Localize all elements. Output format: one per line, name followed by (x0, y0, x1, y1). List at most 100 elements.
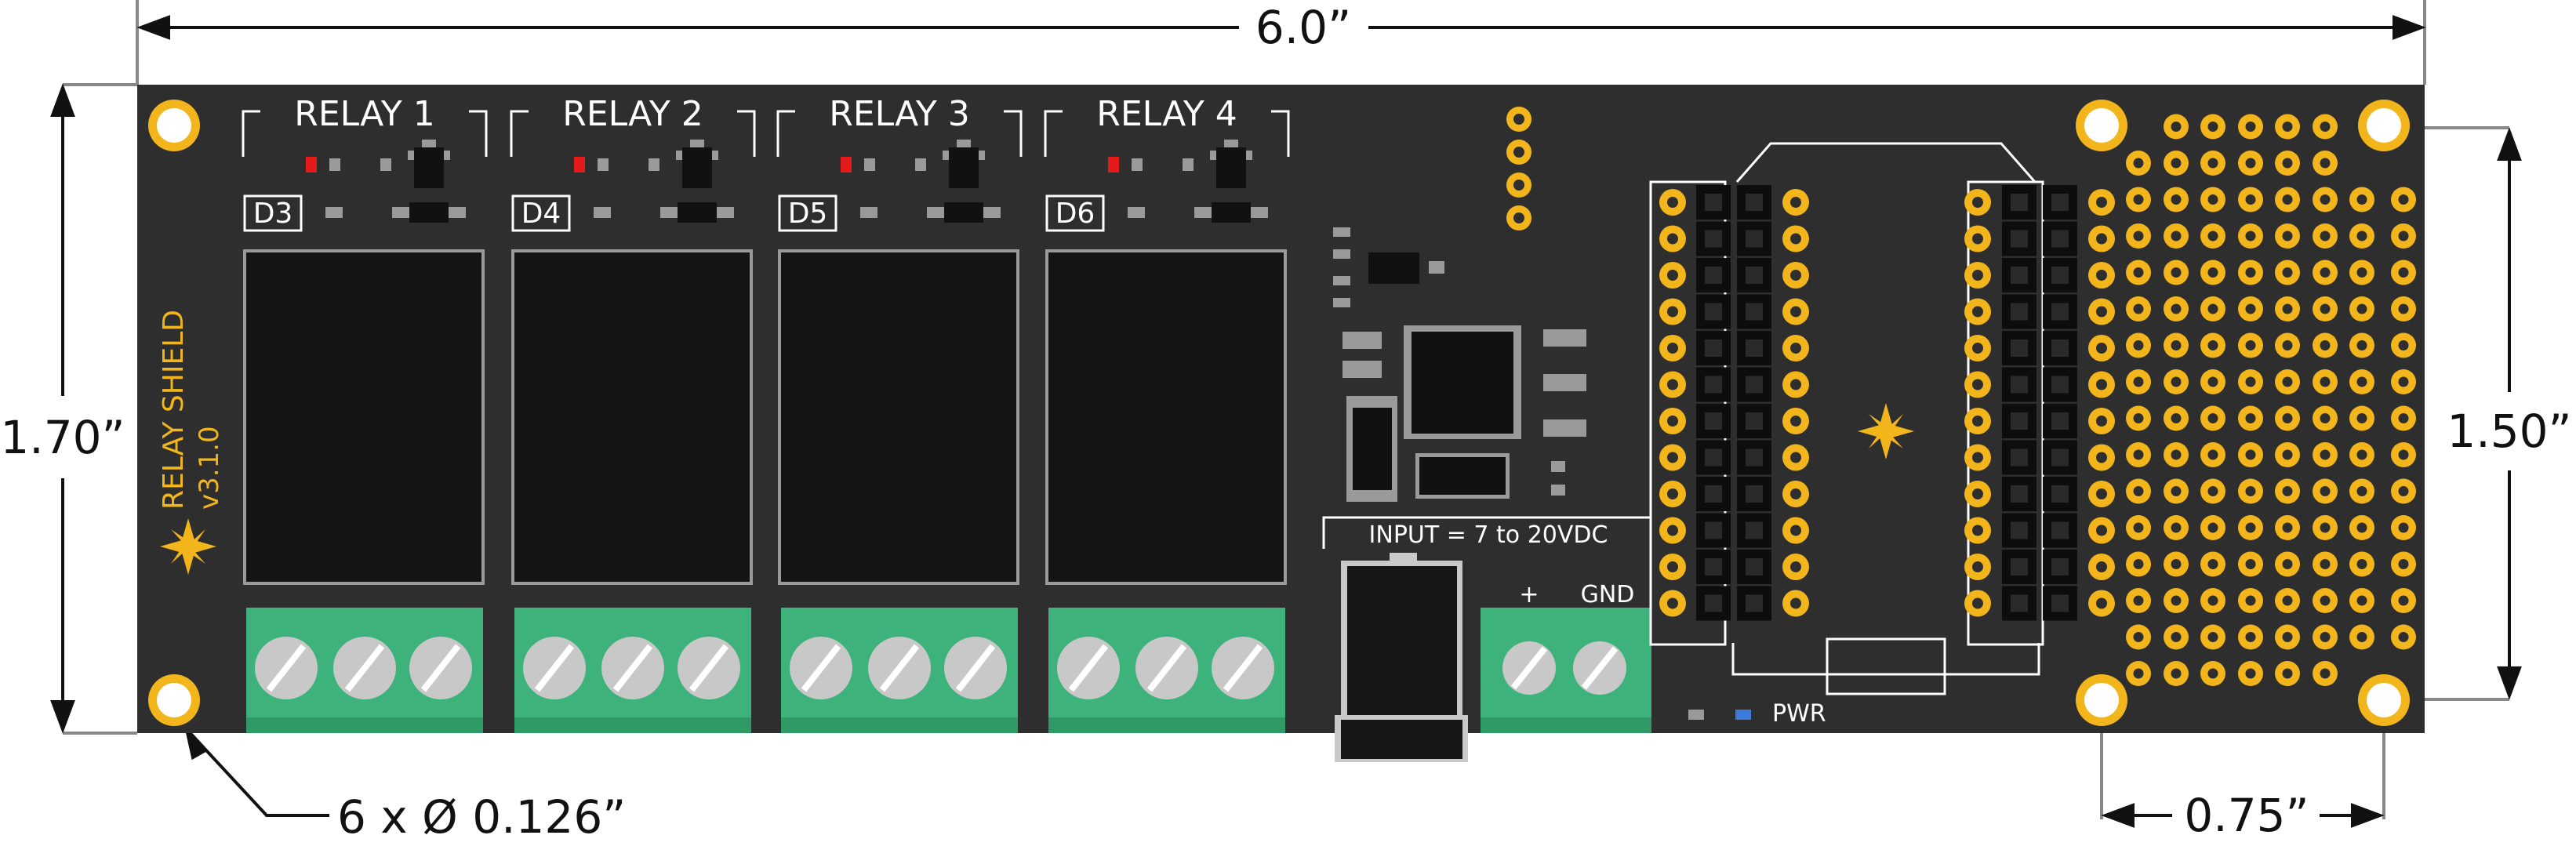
pad-hole (1972, 452, 1983, 463)
pad-hole (2320, 668, 2331, 679)
pad-hole (2245, 559, 2256, 569)
label-bracket-right (469, 110, 488, 157)
socket-pin (2011, 230, 2028, 248)
pad-hole (2133, 522, 2144, 533)
relay-led-icon (841, 157, 852, 172)
sparkle-logo-icon (160, 518, 216, 575)
pad (957, 140, 971, 147)
pad-hole (1972, 488, 1983, 499)
pad-hole (1667, 233, 1678, 245)
pad-hole (2398, 376, 2409, 387)
socket-pin (1705, 448, 1722, 467)
socket-pin (2011, 558, 2028, 575)
dimension-annotations (50, 0, 2522, 828)
pad-hole (1667, 270, 1678, 281)
pad-hole (2171, 668, 2182, 679)
pad-hole (2207, 231, 2218, 241)
pad-hole (2398, 595, 2409, 606)
label-bracket-left (776, 110, 795, 157)
pad-hole (1667, 343, 1678, 354)
terminal-screw (255, 637, 318, 699)
power-terminal-block (1481, 608, 1651, 733)
terminal-screw (790, 637, 852, 699)
pad-hole (1972, 416, 1983, 427)
socket-pin (1705, 558, 1722, 575)
pad-hole (2171, 158, 2182, 169)
mounting-hole (2367, 108, 2401, 143)
socket-pin (2051, 376, 2069, 394)
pad-hole (2207, 413, 2218, 423)
pad (444, 151, 450, 160)
socket-pin (2011, 267, 2028, 284)
pad-hole (2356, 486, 2367, 496)
socket-pin (1705, 485, 1722, 503)
relay-section: RELAY 1D3 (242, 94, 488, 733)
pad-hole (2398, 559, 2409, 569)
socket-pin (1746, 194, 1763, 211)
terminal-screw (868, 637, 931, 699)
pad-hole (2398, 522, 2409, 533)
pad-hole (2245, 303, 2256, 314)
pad-hole (2398, 340, 2409, 350)
pad-hole (2356, 449, 2367, 460)
pad-hole (2282, 486, 2293, 496)
pad-hole (2282, 122, 2293, 132)
socket-pin (2011, 594, 2028, 612)
led-resistor (864, 158, 875, 171)
pad-hole (2096, 561, 2107, 572)
mounting-holes (148, 100, 2410, 726)
pad-hole (1667, 597, 1678, 609)
socket-pin (1705, 412, 1722, 430)
mounting-hole (2084, 683, 2119, 717)
pad-hole (1667, 379, 1678, 390)
pad-hole (2171, 194, 2182, 205)
pad-hole (2171, 122, 2182, 132)
socket-pin (1746, 412, 1763, 430)
pad-hole (2133, 194, 2144, 205)
socket-pin (2051, 339, 2069, 357)
pad-hole (1972, 525, 1983, 536)
pad-hole (2207, 486, 2218, 496)
socket-pin (1746, 521, 1763, 539)
header-4pin (1506, 107, 1531, 231)
socket-pin (1705, 521, 1722, 539)
pad (676, 151, 682, 160)
pad-hole (2245, 231, 2256, 241)
pad-hole (2207, 559, 2218, 569)
socket-pin (1705, 594, 1722, 612)
pad-hole (1790, 270, 1801, 281)
pad (1128, 207, 1145, 218)
pin-label: D6 (1055, 198, 1095, 230)
dim-holes-label: 6 x Ø 0.126” (337, 790, 626, 844)
pad-hole (2320, 158, 2331, 169)
pad-hole (2356, 413, 2367, 423)
terminal-screw (1573, 641, 1626, 695)
pad-hole (2133, 449, 2144, 460)
pad-hole (2133, 158, 2144, 169)
pad (325, 207, 343, 218)
pad-hole (2398, 486, 2409, 496)
pad-hole (2245, 376, 2256, 387)
pad-hole (2356, 559, 2367, 569)
pad-hole (2320, 486, 2331, 496)
pad-hole (2096, 597, 2107, 609)
socket-pin (2051, 521, 2069, 539)
relay-label: RELAY 3 (829, 94, 969, 134)
dim-vertical-hole-label: 1.50” (2447, 405, 2571, 458)
pad-hole (2282, 632, 2293, 642)
label-bracket-left (510, 110, 529, 157)
pad-hole (2207, 194, 2218, 205)
socket-pin (1705, 303, 1722, 321)
pad-hole (2398, 632, 2409, 642)
pad (983, 207, 1001, 218)
pad-hole (2320, 559, 2331, 569)
socket-pin (2011, 303, 2028, 321)
pad-hole (2096, 270, 2107, 281)
pad-hole (2207, 340, 2218, 350)
pad-hole (2282, 449, 2293, 460)
relay-label: RELAY 2 (562, 94, 703, 134)
screw-slot (1223, 644, 1263, 692)
socket-pin (1746, 339, 1763, 357)
socket-pin (1746, 267, 1763, 284)
pad-hole (2398, 303, 2409, 314)
